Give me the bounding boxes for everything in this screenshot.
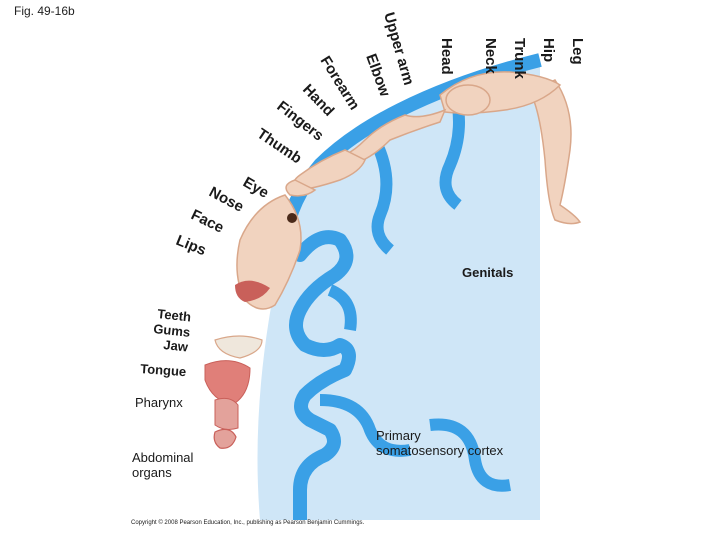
pharynx-shape: [214, 397, 239, 430]
label-eye: Eye: [240, 174, 272, 202]
figure-label: Fig. 49-16b: [14, 4, 75, 18]
label-trunk: Trunk: [511, 38, 528, 79]
sulcus-4: [319, 394, 411, 457]
cortex-band: [278, 53, 542, 520]
sulcus-3: [327, 284, 357, 331]
tongue-shape: [204, 360, 251, 406]
lips-shape: [235, 280, 270, 302]
sulcus-5: [429, 418, 511, 492]
jaw-shape: [214, 335, 263, 359]
label-thumb: Thumb: [254, 125, 305, 167]
label-lips: Lips: [174, 232, 209, 259]
thumb-shape: [285, 179, 317, 197]
arm-shape: [343, 108, 447, 166]
label-cortex-line2: somatosensory cortex: [376, 443, 504, 458]
label-teeth: Teeth: [157, 306, 192, 324]
label-leg: Leg: [569, 38, 586, 65]
label-abdominal-line2: organs: [132, 465, 172, 480]
label-pharynx: Pharynx: [135, 395, 183, 410]
label-hip: Hip: [540, 38, 557, 62]
sulcus-2: [369, 137, 395, 255]
leg-shape: [528, 79, 582, 225]
eye-shape: [287, 213, 297, 223]
face-shape: [236, 194, 302, 310]
head-shape: [445, 84, 491, 116]
abdominal-organs-shape: [213, 428, 237, 449]
label-jaw: Jaw: [163, 337, 190, 355]
label-cortex-line1: Primary: [376, 428, 421, 443]
label-face: Face: [188, 206, 226, 236]
label-tongue: Tongue: [140, 361, 187, 379]
label-neck: Neck: [482, 38, 499, 75]
label-head: Head: [438, 38, 455, 75]
label-elbow: Elbow: [362, 52, 393, 100]
copyright-text: Copyright © 2008 Pearson Education, Inc.…: [131, 519, 365, 526]
label-gums: Gums: [153, 321, 191, 340]
label-genitals: Genitals: [462, 265, 513, 280]
label-abdominal-line1: Abdominal: [132, 450, 194, 465]
